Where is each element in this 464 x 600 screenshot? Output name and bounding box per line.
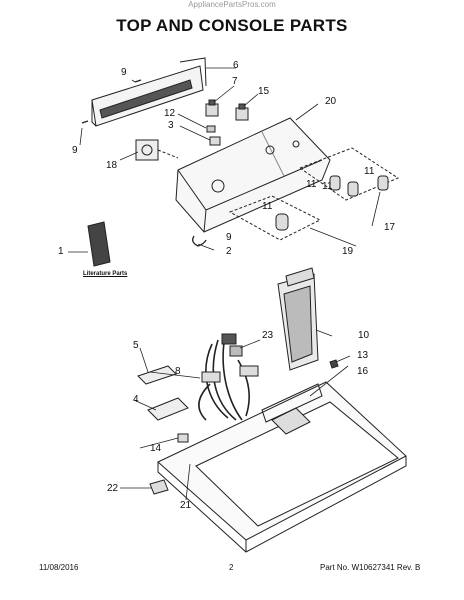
callout-12: 12: [164, 108, 176, 119]
page-title: TOP AND CONSOLE PARTS: [116, 16, 348, 35]
callout-19: 19: [342, 246, 354, 257]
callout-13: 13: [357, 350, 369, 361]
callout-10: 10: [358, 330, 370, 341]
callout-1: 1: [58, 246, 64, 257]
callout-5: 5: [133, 340, 139, 351]
push-button-switch-15: [235, 103, 249, 121]
callout-9-top: 9: [121, 67, 127, 78]
callout-15: 15: [258, 86, 270, 97]
callout-8: 8: [175, 366, 181, 377]
callout-14: 14: [150, 443, 162, 454]
callout-23: 23: [262, 330, 274, 341]
console-housing: [175, 117, 331, 233]
push-button-switch-7: [205, 99, 219, 117]
callout-9-bottom: 9: [226, 232, 232, 243]
callout-3: 3: [168, 120, 174, 131]
dryer-top-panel: [157, 381, 407, 553]
timer-assembly: [135, 139, 179, 161]
callout-11-b: 11: [306, 179, 317, 190]
literature-parts-booklet: [87, 221, 111, 267]
console-back-panel: [91, 57, 207, 127]
callout-16: 16: [357, 366, 369, 377]
callout-18: 18: [106, 160, 118, 171]
literature-parts-label: Literature Parts: [83, 271, 128, 277]
callout-7: 7: [232, 76, 238, 87]
footer-part-no: Part No. W10627341 Rev. B: [320, 563, 421, 572]
callout-4: 4: [133, 394, 139, 405]
callout-17: 17: [384, 222, 396, 233]
callout-21: 21: [180, 500, 192, 511]
callout-2: 2: [226, 246, 232, 257]
callout-6: 6: [233, 60, 239, 71]
callout-20: 20: [325, 96, 337, 107]
callout-22: 22: [107, 483, 119, 494]
site-watermark: AppliancePartsPros.com: [188, 0, 276, 9]
callout-11-d: 11: [262, 201, 273, 212]
wire-harness: [198, 333, 259, 421]
callout-11-a: 11: [364, 166, 375, 177]
callout-11-c: 11: [322, 181, 333, 192]
callout-9-left: 9: [72, 145, 78, 156]
lint-filter: [277, 267, 319, 371]
footer-date: 11/08/2016: [39, 563, 79, 572]
footer-page: 2: [229, 563, 234, 572]
